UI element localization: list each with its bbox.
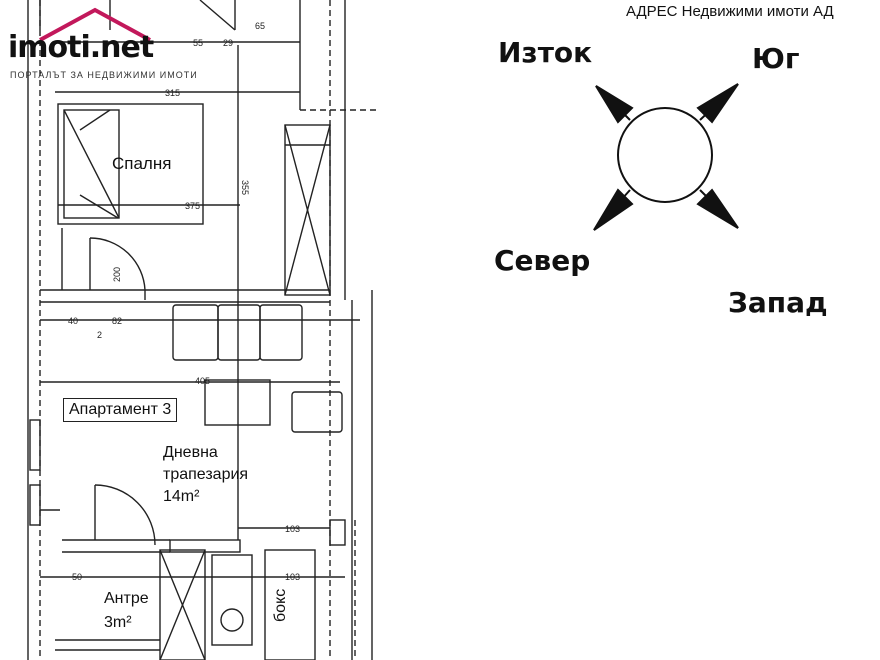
- dim-375: 375: [185, 201, 200, 211]
- dim-200: 200: [112, 267, 122, 282]
- logo-house-icon: [39, 7, 151, 42]
- dim-405: 405: [195, 376, 210, 386]
- label-west: Запад: [728, 286, 828, 319]
- label-north: Север: [494, 244, 591, 277]
- room-living-2: трапезария: [163, 466, 249, 483]
- logo-tagline: ПОРТАЛЪТ ЗА НЕДВИЖИМИ ИМОТИ: [10, 70, 198, 80]
- label-south: Юг: [752, 42, 800, 75]
- room-bedroom: Спалня: [112, 154, 172, 173]
- label-east: Изток: [498, 36, 593, 69]
- room-hall-area: 3m²: [104, 614, 132, 632]
- room-hall: Антре: [104, 590, 149, 608]
- dim-355: 355: [240, 180, 250, 195]
- dim-29: 29: [223, 38, 233, 48]
- dim-82: 82: [112, 316, 122, 326]
- dim-103: 103: [285, 524, 300, 534]
- logo: imoti.net: [8, 30, 154, 65]
- dim-55: 55: [193, 38, 203, 48]
- watermark: АДРЕС Недвижими имоти АД: [626, 3, 834, 20]
- room-living-area: 14m²: [163, 488, 200, 505]
- room-living-1: Дневна: [163, 444, 218, 461]
- dim-315: 315: [165, 88, 180, 98]
- compass-icon: [593, 83, 739, 231]
- room-apartment: Апартамент 3: [63, 398, 178, 422]
- dim-40: 40: [68, 316, 78, 326]
- dim-2: 2: [97, 330, 102, 340]
- dim-65: 65: [255, 21, 265, 31]
- dim-103b: 103: [285, 572, 300, 582]
- dim-50: 50: [72, 572, 82, 582]
- room-box: бокс: [272, 588, 289, 622]
